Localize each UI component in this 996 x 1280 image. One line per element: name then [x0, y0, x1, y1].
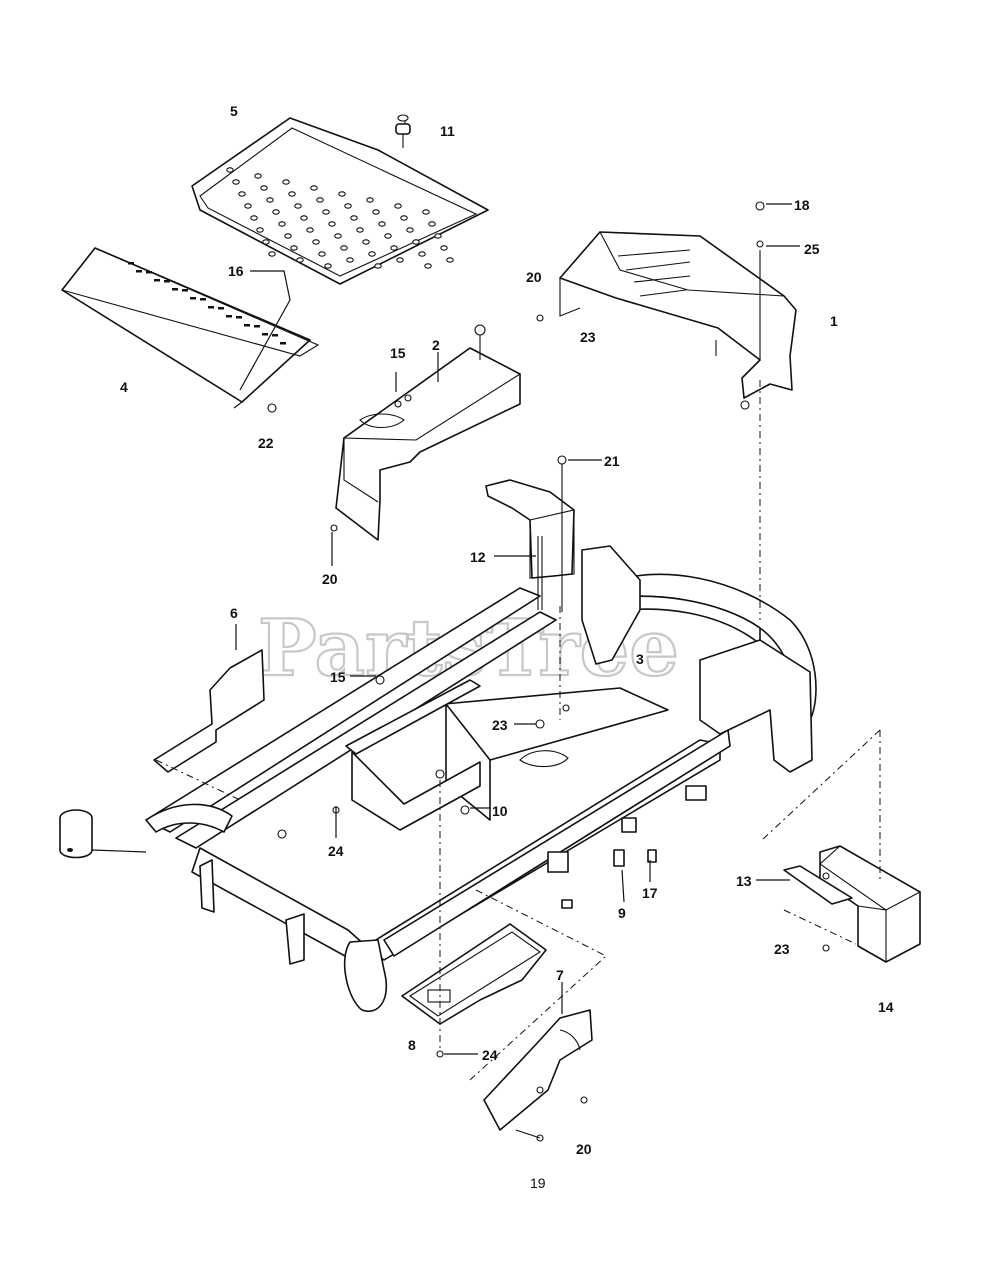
callout-11: 11: [440, 123, 455, 139]
callout-12: 12: [470, 549, 486, 565]
callout-15: 15: [330, 669, 346, 685]
callout-24: 24: [328, 843, 344, 859]
callout-23: 23: [774, 941, 790, 957]
callout-9: 9: [618, 905, 626, 921]
callout-2: 2: [432, 337, 440, 353]
part-3-main-frame: [59, 545, 817, 1012]
callout-8: 8: [408, 1037, 416, 1053]
part-11-bumper: [395, 114, 411, 148]
part-14-cover: [819, 845, 922, 963]
part-2-seat-panel: [330, 324, 522, 541]
part-13-bracket: [783, 865, 853, 952]
part-7-side-plate: [483, 1009, 593, 1142]
callout-13: 13: [736, 873, 752, 889]
callout-23: 23: [580, 329, 596, 345]
callout-20: 20: [526, 269, 542, 285]
callout-23: 23: [492, 717, 508, 733]
callout-16: 16: [228, 263, 244, 279]
callout-10: 10: [492, 803, 508, 819]
callout-7: 7: [556, 967, 564, 983]
callout-24: 24: [482, 1047, 498, 1063]
callout-20: 20: [576, 1141, 592, 1157]
callout-5: 5: [230, 103, 238, 119]
callout-6: 6: [230, 605, 238, 621]
callouts: [235, 203, 800, 1058]
callout-20: 20: [322, 571, 338, 587]
part-4-shield: [61, 247, 320, 413]
callout-17: 17: [642, 885, 658, 901]
callout-18: 18: [794, 197, 810, 213]
callout-labels: 5 11 16 4 22 15 2 20 18 25 20 1 23 21 12 6 15 3 23 10 24 17 9 1…: [120, 103, 894, 1157]
part-5-floor-plate: [191, 117, 489, 285]
callout-14: 14: [878, 999, 894, 1015]
part-12-bracket: [485, 455, 575, 612]
callout-1: 1: [830, 313, 838, 329]
callout-21: 21: [604, 453, 620, 469]
callout-22: 22: [258, 435, 274, 451]
callout-25: 25: [804, 241, 820, 257]
part-8-lower-plate: [401, 923, 547, 1025]
part-1-fender: [536, 201, 797, 410]
page-number: 19: [530, 1175, 546, 1191]
callout-15: 15: [390, 345, 406, 361]
callout-4: 4: [120, 379, 128, 395]
alignment-lines: [155, 380, 881, 1081]
callout-3: 3: [636, 651, 644, 667]
